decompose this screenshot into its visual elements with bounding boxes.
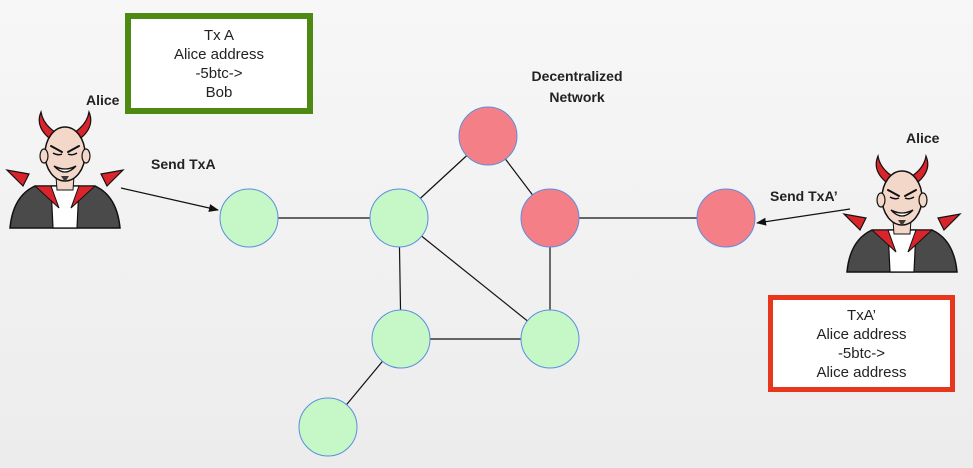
alice-left-label: Alice xyxy=(86,92,120,108)
network-nodes xyxy=(219,106,756,457)
green-node-lower-right xyxy=(520,309,580,369)
green-node-bottom xyxy=(298,397,358,457)
green-node-entry xyxy=(219,188,279,248)
send-txa-label: Send TxA xyxy=(151,156,216,172)
transaction-a-box: Tx A Alice address -5btc-> Bob xyxy=(125,13,313,114)
tx-b-line-4: Alice address xyxy=(816,363,907,381)
network-title: Decentralized Network xyxy=(517,66,637,108)
tx-b-line-3: -5btc-> xyxy=(837,344,886,362)
alice-right-label: Alice xyxy=(906,130,940,146)
edge xyxy=(398,217,551,340)
transaction-a-prime-box: TxA’ Alice address -5btc-> Alice address xyxy=(768,295,955,392)
send-txa-prime-arrow xyxy=(756,208,851,226)
tx-a-line-1: Tx A xyxy=(203,26,234,44)
network-title-line-1: Decentralized xyxy=(531,68,623,84)
send-txa-arrow xyxy=(120,187,219,212)
green-node-hub xyxy=(369,188,429,248)
tx-a-line-2: Alice address xyxy=(173,45,265,63)
devil-alice-left xyxy=(6,111,124,229)
network-title-line-2: Network xyxy=(549,89,605,105)
tx-b-line-1: TxA’ xyxy=(847,306,876,324)
red-node-hub xyxy=(520,188,580,248)
red-node-entry xyxy=(696,188,756,248)
send-txa-prime-label: Send TxA’ xyxy=(770,188,838,204)
tx-b-line-2: Alice address xyxy=(816,325,907,343)
red-node-top xyxy=(458,106,518,166)
tx-a-line-4: Bob xyxy=(205,83,233,101)
devil-alice-right xyxy=(843,155,961,273)
tx-a-line-3: -5btc-> xyxy=(195,64,243,82)
network-edges xyxy=(249,135,726,428)
green-node-lower-left xyxy=(371,309,431,369)
